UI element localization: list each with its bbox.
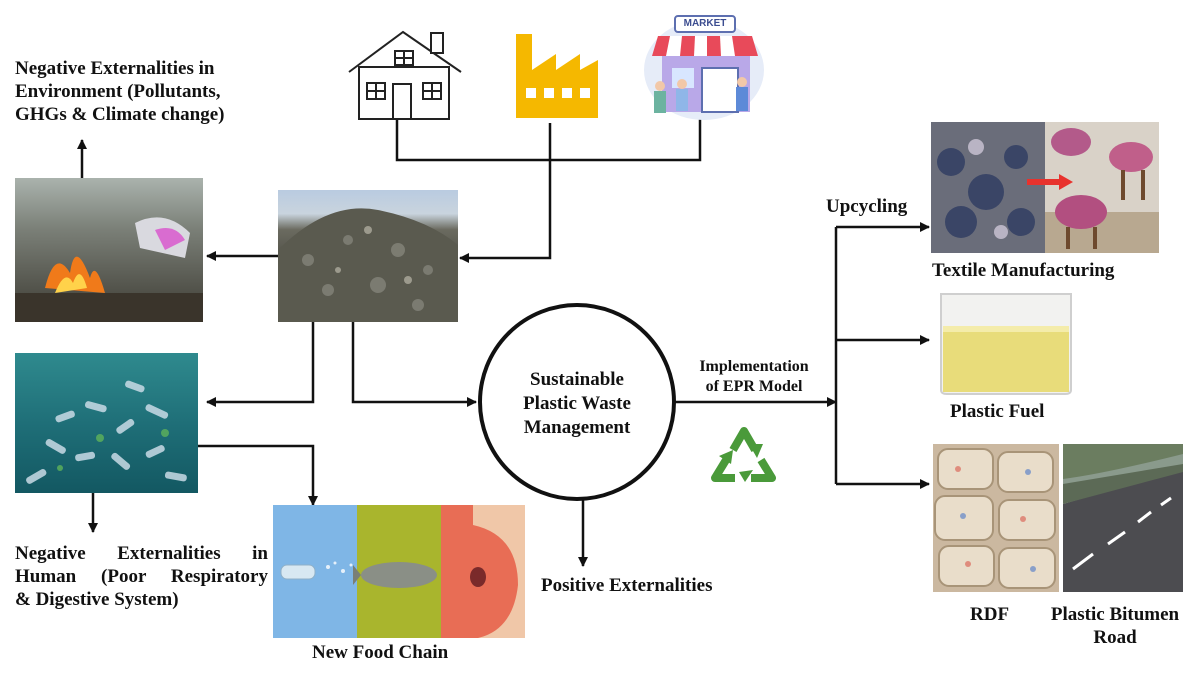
textile-label: Textile Manufacturing <box>932 260 1115 281</box>
market-sign-text: MARKET <box>683 18 727 29</box>
food-chain-label: New Food Chain <box>312 642 449 663</box>
upcycling-label: Upcycling <box>826 196 908 217</box>
textile-photo <box>931 122 1159 253</box>
rdf-photo <box>933 444 1059 592</box>
burning-waste-photo <box>15 178 203 322</box>
food-chain-photo <box>273 505 525 638</box>
ocean-to-foodchain-arrow <box>198 444 318 506</box>
house-icon <box>348 30 462 120</box>
bitumen-road-photo <box>1063 444 1183 592</box>
management-circle <box>478 303 676 501</box>
plastic-fuel-label: Plastic Fuel <box>950 401 1045 422</box>
market-icon: MARKET <box>640 12 765 122</box>
factory-icon <box>516 34 598 118</box>
env-line-3: GHGs & Climate change) <box>15 104 225 125</box>
epr-line-2: of EPR Model <box>705 378 803 395</box>
epr-label: Implementation of EPR Model <box>676 357 832 397</box>
human-line-3: & Digestive System) <box>15 589 179 610</box>
center-line-2: Plastic Waste <box>523 393 631 414</box>
env-line-1: Negative Externalities in <box>15 58 215 79</box>
landfill-to-ocean-arrow <box>206 322 315 407</box>
ocean-plastic-photo <box>15 353 198 493</box>
bitumen-line-1: Plastic Bitumen <box>1050 604 1180 625</box>
human-line-2: Human (Poor Respiratory <box>15 566 268 587</box>
rdf-label: RDF <box>970 604 1010 625</box>
human-line-1: Negative Externalities in <box>15 543 268 564</box>
environment-externalities-label: Negative Externalities in Environment (P… <box>15 57 225 126</box>
plastic-fuel-photo <box>935 290 1077 396</box>
sources-to-landfill-arrow <box>459 123 552 263</box>
recycle-icon <box>711 427 776 482</box>
center-line-1: Sustainable <box>530 369 624 390</box>
human-externalities-label: Negative Externalities in Human (Poor Re… <box>15 542 268 611</box>
bitumen-label: Plastic Bitumen Road <box>1040 603 1190 649</box>
management-label: Sustainable Plastic Waste Management <box>497 368 657 440</box>
bitumen-line-2: Road <box>1093 627 1137 648</box>
landfill-to-management-arrow <box>351 322 477 407</box>
epr-line-1: Implementation <box>699 358 809 375</box>
landfill-photo <box>278 190 458 322</box>
env-line-2: Environment (Pollutants, <box>15 81 221 102</box>
positive-externalities-label: Positive Externalities <box>541 575 713 596</box>
center-line-3: Management <box>523 417 631 438</box>
source-bus-line <box>395 118 702 162</box>
